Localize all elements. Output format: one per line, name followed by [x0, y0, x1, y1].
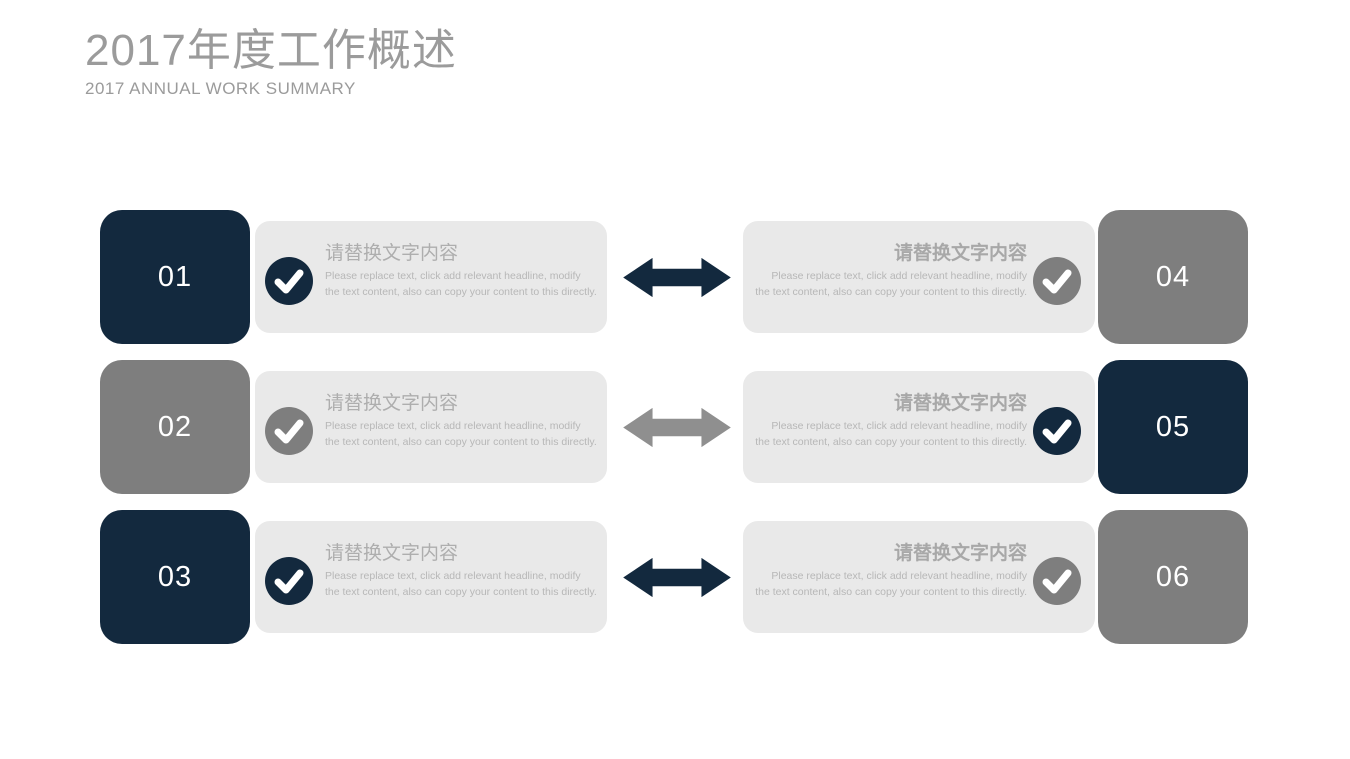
item-number: 03: [157, 560, 193, 593]
item-card: [255, 521, 607, 633]
item-title: 请替换文字内容: [893, 243, 1027, 264]
item-number-tile: 06: [1098, 510, 1248, 644]
item-body: Please replace text, click add relevant …: [325, 270, 597, 298]
item-number: 05: [1155, 410, 1191, 443]
item-title: 请替换文字内容: [325, 243, 459, 264]
item-number-tile: 02: [100, 360, 250, 494]
check-icon: [265, 557, 313, 605]
double-headed-horizontal-arrow-icon: [622, 405, 732, 450]
item-title: 请替换文字内容: [325, 393, 459, 414]
item-body: Please replace text, click add relevant …: [325, 420, 597, 448]
item-number-tile: 05: [1098, 360, 1248, 494]
item-number: 01: [157, 260, 193, 293]
item-text: 请替换文字内容 Please replace text, click add r…: [755, 543, 1027, 600]
item-title: 请替换文字内容: [893, 543, 1027, 564]
item-number-tile: 01: [100, 210, 250, 344]
check-icon: [265, 257, 313, 305]
check-icon: [1033, 257, 1081, 305]
page-subtitle: 2017 ANNUAL WORK SUMMARY: [85, 79, 356, 98]
item-text: 请替换文字内容 Please replace text, click add r…: [325, 543, 597, 600]
item-card: [255, 221, 607, 333]
item-title: 请替换文字内容: [325, 543, 459, 564]
item-number: 04: [1155, 260, 1191, 293]
item-text: 请替换文字内容 Please replace text, click add r…: [755, 393, 1027, 450]
page-title: 2017年度工作概述: [85, 26, 457, 75]
check-icon: [1033, 557, 1081, 605]
item-text: 请替换文字内容 Please replace text, click add r…: [325, 243, 597, 300]
check-icon: [265, 407, 313, 455]
item-card: [255, 371, 607, 483]
double-headed-horizontal-arrow-icon: [622, 555, 732, 600]
item-text: 请替换文字内容 Please replace text, click add r…: [755, 243, 1027, 300]
item-body: Please replace text, click add relevant …: [755, 420, 1027, 448]
slide-header: 2017年度工作概述 2017 ANNUAL WORK SUMMARY: [85, 26, 457, 99]
item-number: 02: [157, 410, 193, 443]
item-title: 请替换文字内容: [893, 393, 1027, 414]
item-number-tile: 03: [100, 510, 250, 644]
item-number-tile: 04: [1098, 210, 1248, 344]
double-headed-horizontal-arrow-icon: [622, 255, 732, 300]
item-body: Please replace text, click add relevant …: [755, 270, 1027, 298]
check-icon: [1033, 407, 1081, 455]
item-text: 请替换文字内容 Please replace text, click add r…: [325, 393, 597, 450]
item-body: Please replace text, click add relevant …: [325, 570, 597, 598]
item-body: Please replace text, click add relevant …: [755, 570, 1027, 598]
item-number: 06: [1155, 560, 1191, 593]
